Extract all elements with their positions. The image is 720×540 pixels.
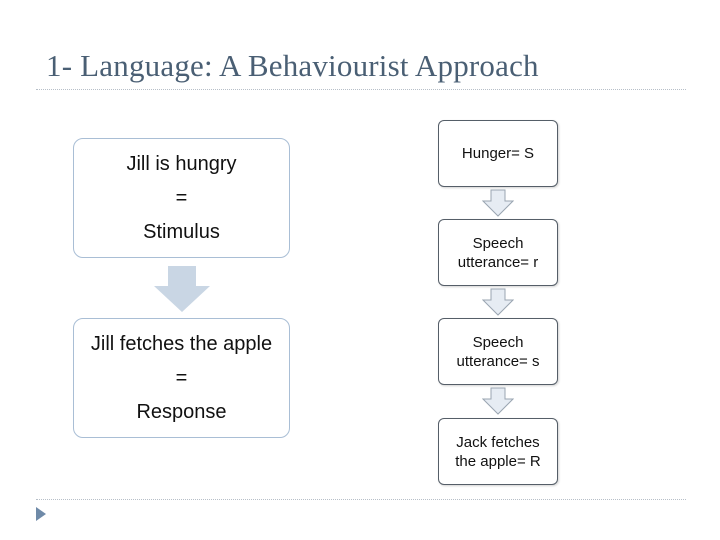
flow-step-label: Speech utterance= s — [456, 333, 540, 370]
flow-step-label: Speech utterance= r — [457, 234, 539, 271]
flow-step-utterance-s: Speech utterance= s — [438, 318, 558, 385]
down-arrow-icon — [154, 266, 210, 312]
response-box-line1: Jill fetches the apple — [90, 333, 273, 355]
title-divider — [36, 89, 686, 90]
stimulus-box-line2: = — [175, 187, 188, 209]
footer-divider — [36, 499, 686, 500]
response-box-line3: Response — [136, 401, 227, 423]
down-arrow-icon — [482, 387, 514, 415]
stimulus-box: Jill is hungry = Stimulus — [73, 138, 290, 258]
down-arrow-icon — [482, 288, 514, 316]
response-box-line2: = — [175, 367, 188, 389]
down-arrow-icon — [482, 189, 514, 217]
slide-title: 1- Language: A Behaviourist Approach — [46, 48, 539, 83]
flow-step-jack-fetches: Jack fetches the apple= R — [438, 418, 558, 485]
stimulus-box-line1: Jill is hungry — [126, 153, 237, 175]
response-box: Jill fetches the apple = Response — [73, 318, 290, 438]
flow-step-utterance-r: Speech utterance= r — [438, 219, 558, 286]
flow-step-label: Jack fetches the apple= R — [455, 433, 541, 470]
play-triangle-icon — [36, 507, 46, 521]
stimulus-box-line3: Stimulus — [143, 221, 220, 243]
flow-step-hunger: Hunger= S — [438, 120, 558, 187]
flow-step-label: Hunger= S — [461, 145, 535, 162]
